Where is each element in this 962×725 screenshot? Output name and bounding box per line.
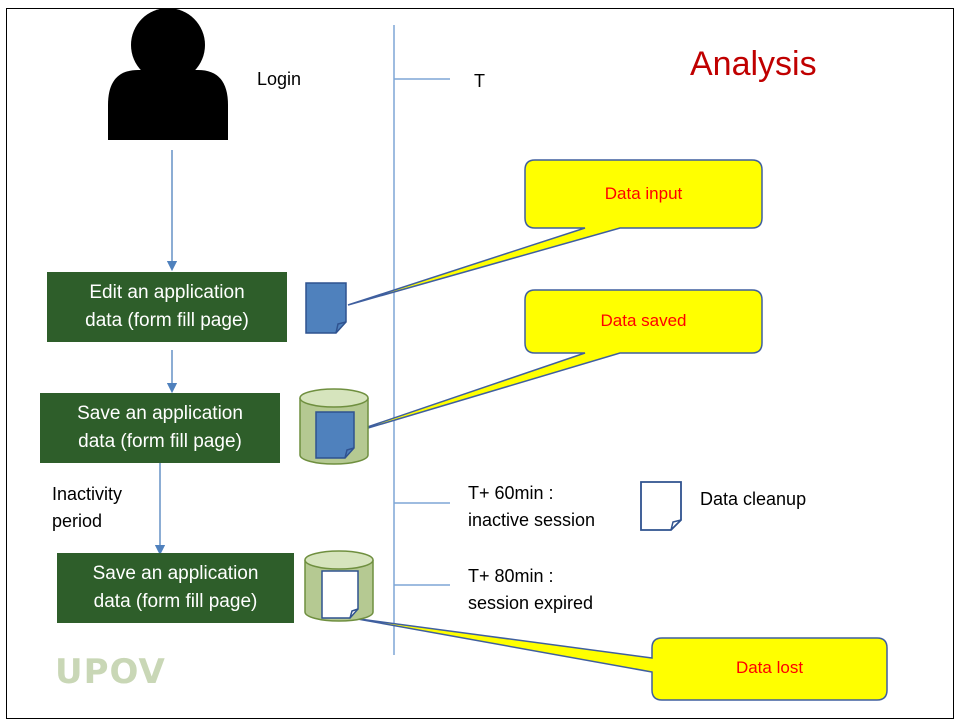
step-edit-line2: data (form fill page)	[85, 310, 249, 331]
timeline-label-t: T	[474, 71, 485, 91]
callout-data-lost: Data lost	[735, 658, 804, 677]
document-icon-edited	[305, 282, 347, 334]
timeline-label-t80-line1: T+ 80min :	[468, 566, 554, 586]
timeline-label-t80: T+ 80min : session expired	[468, 563, 593, 617]
callout-data-lost-shape	[351, 617, 888, 701]
database-icon-saved	[299, 388, 369, 465]
step-save-application-expired: Save an application data (form fill page…	[57, 553, 294, 623]
document-icon-cleanup	[640, 481, 682, 531]
inactivity-label: Inactivity period	[52, 481, 122, 535]
callout-data-saved-shape	[337, 289, 763, 438]
upov-logo: UPOV	[55, 652, 166, 692]
database-icon-lost	[304, 550, 374, 622]
timeline-label-t60-line1: T+ 60min :	[468, 483, 554, 503]
step-save-line2: data (form fill page)	[78, 431, 242, 452]
step-save-expired-line2: data (form fill page)	[93, 591, 258, 612]
callout-data-input-shape	[347, 159, 763, 306]
callout-data-input: Data input	[604, 184, 683, 203]
login-label: Login	[257, 69, 302, 89]
slide-frame	[6, 8, 954, 719]
page-title: Analysis	[690, 45, 817, 83]
step-edit-application: Edit an application data (form fill page…	[47, 272, 287, 342]
step-edit-line1: Edit an application	[89, 282, 245, 303]
timeline-label-t80-line2: session expired	[468, 593, 594, 613]
timeline-label-t60-line2: inactive session	[468, 510, 596, 530]
inactivity-label-line1: Inactivity	[52, 484, 123, 504]
inactivity-label-line2: period	[52, 511, 103, 531]
user-icon	[108, 8, 228, 140]
data-cleanup-label: Data cleanup	[700, 489, 807, 509]
step-save-application: Save an application data (form fill page…	[40, 393, 280, 463]
step-save-line1: Save an application	[77, 403, 243, 424]
timeline-label-t60: T+ 60min : inactive session	[468, 480, 595, 534]
callout-data-saved: Data saved	[600, 311, 687, 330]
step-save-expired-line1: Save an application	[92, 563, 259, 584]
